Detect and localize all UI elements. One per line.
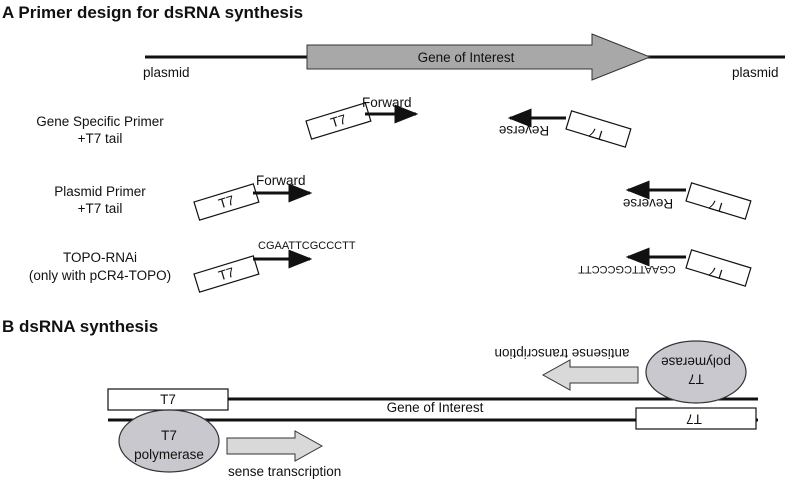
sense-transcription-label: sense transcription <box>228 464 341 479</box>
sense-transcription-arrow <box>226 430 324 462</box>
t7-polymerase-sense-line1: T7 <box>161 428 177 443</box>
plasmid-label-right: plasmid <box>732 65 779 80</box>
t7-promoter-bottom <box>635 407 757 430</box>
gene-of-interest-arrow <box>306 33 652 81</box>
t7-tag-label: T7 <box>217 193 236 212</box>
t7-tag-label: T7 <box>587 125 606 144</box>
t7-tag-label: T7 <box>217 265 236 284</box>
t7-tag-label: T7 <box>707 197 726 216</box>
reverse-primer: T7 <box>685 182 752 220</box>
reverse-label: Reverse <box>499 123 549 138</box>
forward-primer: T7 <box>305 102 372 140</box>
forward-label: Forward <box>256 173 306 188</box>
gene-of-interest-label-b: Gene of Interest <box>387 400 484 415</box>
antisense-transcription-arrow <box>541 359 639 391</box>
primer-row-plasmid: Plasmid Primer +T7 tail T7 Forward T7 Re… <box>54 173 752 221</box>
row-label-line2: +T7 tail <box>78 131 123 146</box>
t7-tag-label: T7 <box>329 112 348 131</box>
row-label-line2: +T7 tail <box>78 201 123 216</box>
primer-row-topo-rnai: TOPO-RNAi (only with pCR4-TOPO) T7 CGAAT… <box>29 240 752 293</box>
t7-tag-box <box>305 102 372 140</box>
reverse-primer: T7 <box>565 110 632 148</box>
panel-a-title: A Primer design for dsRNA synthesis <box>2 3 303 22</box>
forward-primer: T7 <box>193 255 260 293</box>
t7-tag-box <box>685 182 752 220</box>
reverse-sequence: CGAATTCGCCCTT <box>578 263 676 275</box>
t7-promoter-bottom-label: T7 <box>686 411 702 426</box>
t7-polymerase-antisense-line2: polymerase <box>661 354 731 369</box>
primer-row-gene-specific: Gene Specific Primer +T7 tail T7 Forward… <box>36 95 632 148</box>
reverse-label: Reverse <box>623 196 673 211</box>
row-label-line1: TOPO-RNAi <box>63 250 137 265</box>
row-label-line1: Plasmid Primer <box>54 184 146 199</box>
antisense-transcription-label: antisense transcription <box>494 346 629 361</box>
panel-b-title: B dsRNA synthesis <box>2 317 158 336</box>
forward-label: Forward <box>362 95 412 110</box>
row-label-line1: Gene Specific Primer <box>36 114 164 129</box>
forward-primer: T7 <box>193 183 260 221</box>
t7-promoter-top-label: T7 <box>160 392 176 407</box>
forward-sequence: CGAATTCGCCCTT <box>258 240 356 252</box>
t7-tag-box <box>685 249 752 287</box>
row-label-line2: (only with pCR4-TOPO) <box>29 268 171 283</box>
gene-of-interest-label: Gene of Interest <box>418 50 515 65</box>
t7-tag-label: T7 <box>707 264 726 283</box>
t7-polymerase-antisense-line1: T7 <box>688 371 704 386</box>
t7-tag-box <box>565 110 632 148</box>
t7-polymerase-antisense <box>645 340 747 404</box>
t7-polymerase-sense <box>118 409 220 473</box>
t7-tag-box <box>193 255 260 293</box>
reverse-primer: T7 <box>685 249 752 287</box>
plasmid-label-left: plasmid <box>143 65 190 80</box>
t7-polymerase-sense-line2: polymerase <box>134 447 204 462</box>
